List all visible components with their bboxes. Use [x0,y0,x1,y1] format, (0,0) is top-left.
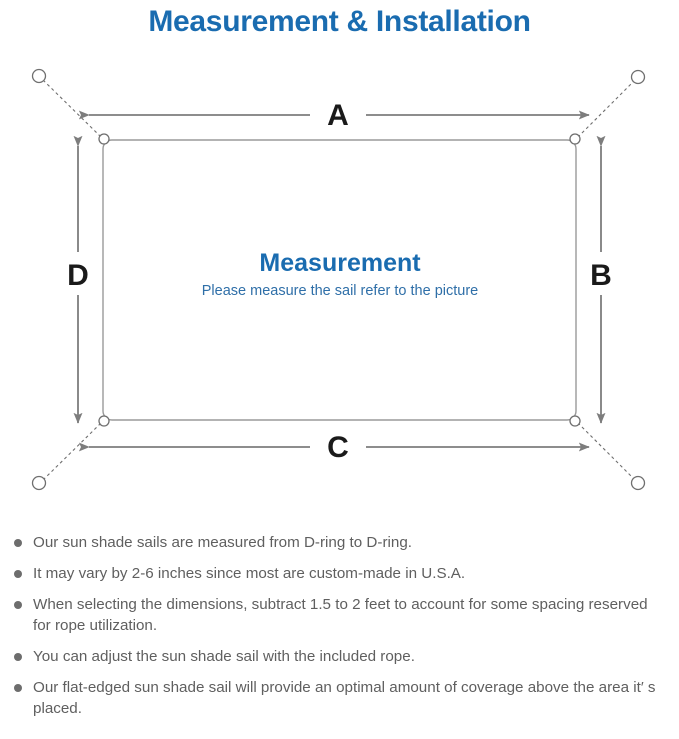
rope-lines [42,79,636,481]
bullet-icon [14,539,22,547]
dimension-label-c: C [327,431,349,464]
d-ring-bottom-right [569,415,581,427]
rope-line-bottom-right [577,422,636,481]
anchor-point-top-left [31,68,47,84]
list-item: It may vary by 2-6 inches since most are… [14,563,665,584]
page-title: Measurement & Installation [148,5,531,38]
diagram-center-subtitle: Please measure the sail refer to the pic… [202,283,478,299]
note-text: When selecting the dimensions, subtract … [33,596,648,634]
measurement-diagram: A C D B Measurement Please measure the s… [0,44,679,524]
d-ring-bottom-left [98,415,110,427]
list-item: Our flat-edged sun shade sail will provi… [14,677,665,719]
dimension-label-a: A [327,99,349,132]
shade-sail-body [102,139,577,421]
bullet-icon [14,684,22,692]
bullet-icon [14,601,22,609]
bullet-icon [14,570,22,578]
dimension-label-d: D [67,259,89,292]
rope-line-top-left [42,79,102,138]
rope-line-bottom-left [42,422,102,481]
list-item: You can adjust the sun shade sail with t… [14,646,665,667]
note-text: Our sun shade sails are measured from D-… [33,534,412,551]
list-item: When selecting the dimensions, subtract … [14,594,665,636]
anchor-points [31,68,646,491]
note-text: You can adjust the sun shade sail with t… [33,648,415,665]
notes-list: Our sun shade sails are measured from D-… [0,524,679,739]
anchor-point-top-right [630,69,646,85]
d-ring-top-left [98,133,110,145]
dimension-label-b: B [590,259,612,292]
bullet-icon [14,653,22,661]
diagram-center-heading: Measurement [259,249,421,277]
note-text: It may vary by 2-6 inches since most are… [33,565,466,582]
list-item: Our sun shade sails are measured from D-… [14,532,665,553]
anchor-point-bottom-right [630,475,646,491]
d-rings [98,133,581,427]
anchor-point-bottom-left [31,475,47,491]
rope-line-top-right [577,79,636,138]
d-ring-top-right [569,133,581,145]
note-text: Our flat-edged sun shade sail will provi… [33,679,656,717]
